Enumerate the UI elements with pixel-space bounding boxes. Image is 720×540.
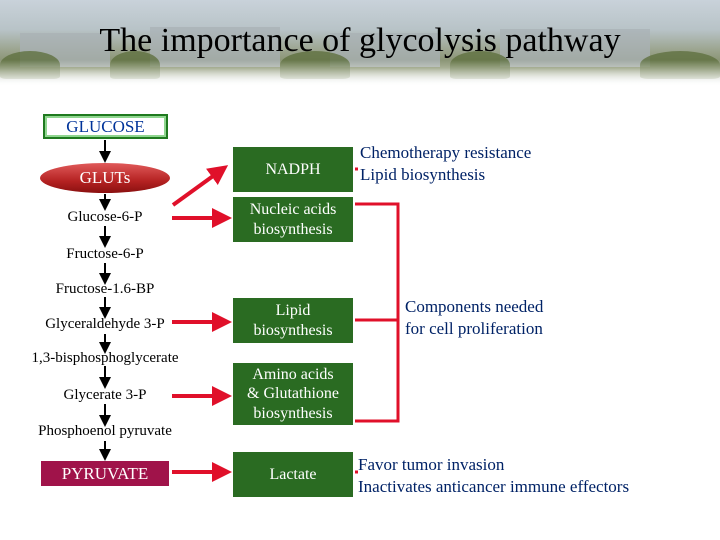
branch-arrow-nadph bbox=[171, 165, 229, 207]
lipid-box: Lipid biosynthesis bbox=[233, 298, 353, 343]
banner-fade bbox=[0, 60, 720, 85]
nucleic-acids-box: Nucleic acids biosynthesis bbox=[233, 197, 353, 242]
lactate-outcome-line-1: Favor tumor invasion bbox=[358, 455, 505, 474]
step-glyceraldehyde-3-p: Glyceraldehyde 3-P bbox=[45, 316, 165, 332]
nadph-outcome-line-1: Chemotherapy resistance bbox=[360, 143, 532, 162]
step-1-3-bisphosphoglycerate: 1,3-bisphosphoglycerate bbox=[31, 350, 179, 366]
link-proliferation-bracket bbox=[355, 202, 400, 423]
nadph-outcome-line-2: Lipid biosynthesis bbox=[360, 165, 486, 185]
lipid-line-1: Lipid bbox=[275, 302, 311, 320]
lactate-outcome-line-2: Inactivates anticancer immune effectors bbox=[358, 477, 630, 497]
step-glycerate-3-p: Glycerate 3-P bbox=[63, 387, 147, 403]
proliferation-line-1: Components needed bbox=[405, 297, 544, 316]
proliferation-line-2: for cell proliferation bbox=[405, 319, 543, 339]
nucleic-line-1: Nucleic acids bbox=[249, 201, 337, 219]
amino-line-1: Amino acids bbox=[252, 366, 334, 384]
proliferation-outcome: Components needed for cell proliferation bbox=[405, 296, 543, 340]
step-fructose-1-6-bp: Fructose-1.6-BP bbox=[55, 281, 155, 297]
pyruvate-box: PYRUVATE bbox=[41, 461, 169, 486]
nucleic-line-2: biosynthesis bbox=[253, 220, 333, 238]
page-title: The importance of glycolysis pathway bbox=[99, 22, 621, 59]
lipid-line-2: biosynthesis bbox=[253, 321, 333, 339]
step-phosphoenol-pyruvate: Phosphoenol pyruvate bbox=[38, 423, 172, 439]
amino-acids-box: Amino acids & Glutathione biosynthesis bbox=[233, 363, 353, 425]
glucose-box: GLUCOSE bbox=[43, 114, 168, 139]
step-fructose-6-p: Fructose-6-P bbox=[66, 246, 144, 262]
gluts-oval: GLUTs bbox=[40, 163, 170, 193]
header-banner bbox=[0, 0, 720, 85]
step-glucose-6-p: Glucose-6-P bbox=[67, 209, 143, 225]
lactate-box: Lactate bbox=[233, 452, 353, 497]
amino-line-3: biosynthesis bbox=[253, 404, 333, 422]
nadph-box: NADPH bbox=[233, 147, 353, 192]
lactate-outcome: Favor tumor invasion Inactivates antican… bbox=[358, 454, 629, 498]
amino-line-2: & Glutathione bbox=[247, 385, 339, 403]
nadph-outcome: Chemotherapy resistance Lipid biosynthes… bbox=[360, 142, 531, 186]
